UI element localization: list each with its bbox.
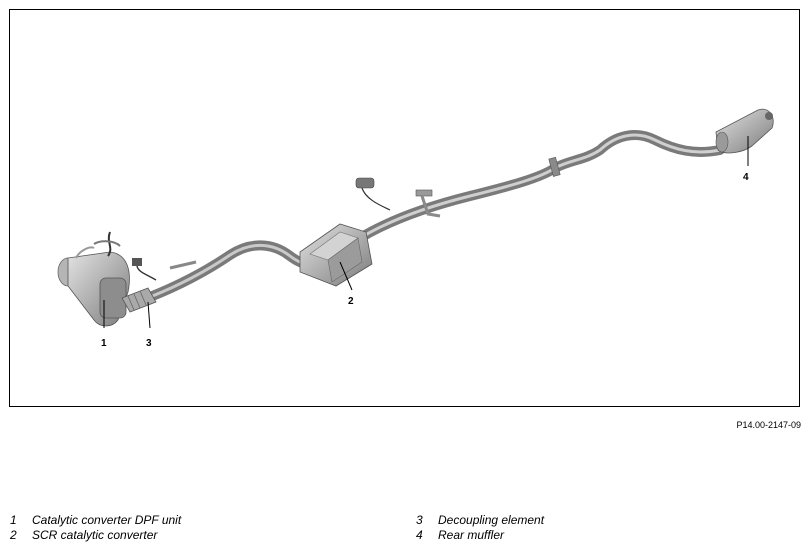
decoupling-element <box>121 287 157 313</box>
callout-label-4: 4 <box>743 172 749 183</box>
callout-label-2: 2 <box>348 296 354 307</box>
legend-item: 4 Rear muffler <box>416 528 504 543</box>
legend-number: 1 <box>10 513 17 527</box>
callout-label-3: 3 <box>146 338 152 349</box>
leader-line-2 <box>339 261 353 291</box>
leader-line-3 <box>147 301 151 329</box>
legend-item: 1 Catalytic converter DPF unit <box>10 513 181 528</box>
legend: 1 Catalytic converter DPF unit 2 SCR catal… <box>0 513 811 547</box>
exhaust-system-illustration: 1 2 3 4 <box>57 108 774 349</box>
legend-label: Decoupling element <box>438 513 545 527</box>
callout-label-1: 1 <box>101 338 107 349</box>
figure-reference-id: P14.00-2147-09 <box>736 420 801 430</box>
legend-item: 3 Decoupling element <box>416 513 544 528</box>
callout-leaders <box>103 136 749 329</box>
rear-muffler <box>715 108 774 154</box>
legend-item: 2 SCR catalytic converter <box>10 528 157 543</box>
legend-number: 2 <box>10 528 17 542</box>
sensor-wires <box>132 177 391 281</box>
legend-number: 3 <box>416 513 423 527</box>
legend-number: 4 <box>416 528 423 542</box>
legend-label: Catalytic converter DPF unit <box>32 513 182 527</box>
figure-frame: 1 2 3 4 <box>9 9 800 407</box>
scr-catalytic-converter <box>299 223 373 287</box>
exhaust-pipe <box>145 130 725 302</box>
legend-label: SCR catalytic converter <box>32 528 158 542</box>
catalytic-converter-dpf-unit <box>57 231 130 327</box>
legend-label: Rear muffler <box>438 528 505 542</box>
